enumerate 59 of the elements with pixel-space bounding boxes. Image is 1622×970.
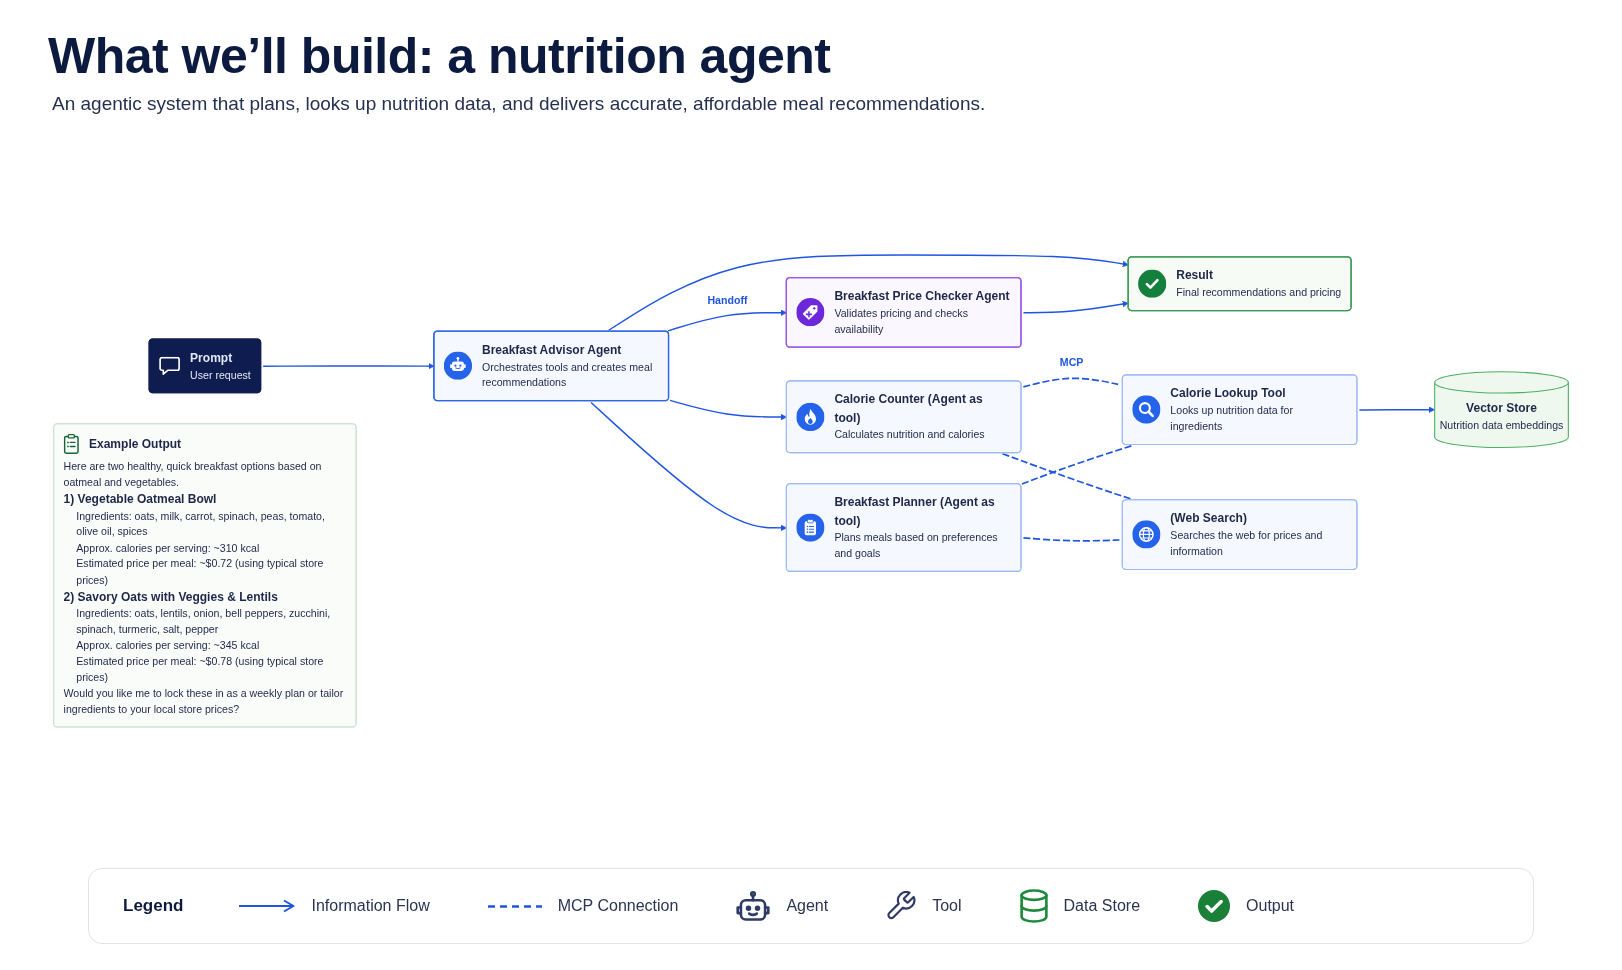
list-item: Estimated price per meal: ~$0.72 (using typical store prices)	[76, 557, 324, 586]
node-text: Searches the web for prices and information	[1170, 529, 1323, 558]
node-title: (Web Search)	[1170, 511, 1247, 526]
node-text: Calculates nutrition and calories	[834, 428, 985, 441]
node-text: Validates pricing and checks availability	[834, 306, 968, 335]
node-text: Nutrition data embeddings	[1439, 418, 1564, 431]
list-item: Approx. calories per serving: ~310 kcal	[76, 541, 260, 554]
process-box	[433, 330, 670, 402]
node-title: Vector Store	[1466, 401, 1537, 415]
node-title: Breakfast Advisor Agent	[481, 343, 622, 357]
node-text: User request	[190, 368, 251, 381]
legend-title: Legend	[123, 896, 184, 916]
node-text: Final recommendations and pricing	[1176, 286, 1342, 299]
arrow	[590, 401, 787, 531]
arrow	[667, 309, 787, 332]
list-item: Approx. calories per serving: ~345 kcal	[76, 639, 260, 652]
process-box	[1127, 256, 1352, 312]
node-title: Example Output	[89, 437, 182, 451]
node-title: Calorie Counter (Agent as tool)	[834, 392, 983, 425]
list-item: Ingredients: oats, milk, carrot, spinach, peas, tomato, olive oil, spices	[76, 509, 325, 538]
arrow	[669, 399, 787, 421]
node-text: Would you like me to lock these in as a weekly plan or tailor ingredients to your local store prices?	[63, 686, 344, 715]
node-title: Prompt	[190, 351, 233, 365]
dashed-connector	[1001, 452, 1134, 501]
arrow	[1022, 300, 1129, 314]
list-item: Ingredients: oats, lentils, onion, bell peppers, zucchini, spinach, turmeric, salt, pepper	[76, 607, 331, 636]
dashed-connector	[1022, 537, 1122, 542]
process-box	[785, 483, 1022, 572]
process-box	[148, 338, 262, 394]
arrow	[1358, 406, 1435, 413]
node-text: Looks up nutrition data for ingredients	[1170, 404, 1293, 433]
legend-label: Information Flow	[311, 897, 430, 915]
node-text: Here are two healthy, quick breakfast options based on oatmeal and vegetables.	[63, 459, 322, 488]
process-box	[785, 380, 1022, 454]
legend-label: Agent	[786, 897, 829, 915]
arrow	[608, 254, 1129, 331]
process-box	[1121, 499, 1358, 570]
node-title: Breakfast Planner (Agent as tool)	[834, 495, 995, 528]
subtitle: An agentic system that plans, looks up nutrition data, and delivers accurate, affordable meal recommendations.	[52, 92, 986, 116]
node-title: Breakfast Price Checker Agent	[834, 289, 1010, 304]
node-title: 1) Vegetable Oatmeal Bowl	[63, 492, 217, 506]
list-item: Estimated price per meal: ~$0.78 (using typical store prices)	[76, 654, 324, 683]
title: What we’ll build: a nutrition agent	[48, 27, 831, 86]
process-box	[785, 276, 1022, 348]
legend-label: Output	[1246, 897, 1295, 915]
edge-label: MCP	[1059, 356, 1084, 369]
dashed-connector	[1021, 444, 1134, 485]
node-title: Result	[1176, 268, 1213, 283]
text-panel	[53, 423, 357, 728]
legend-label: Data Store	[1063, 897, 1141, 915]
node-text: Orchestrates tools and creates meal recommendations	[481, 360, 653, 389]
database-cylinder	[1434, 371, 1569, 449]
edge-label: Handoff	[707, 294, 748, 307]
node-title: Calorie Lookup Tool	[1170, 386, 1286, 401]
legend-label: Tool	[932, 897, 962, 915]
process-box	[1121, 374, 1358, 445]
node-title: 2) Savory Oats with Veggies & Lentils	[63, 589, 278, 604]
legend-label: MCP Connection	[557, 897, 679, 915]
node-text: Plans meals based on preferences and goals	[834, 531, 998, 559]
